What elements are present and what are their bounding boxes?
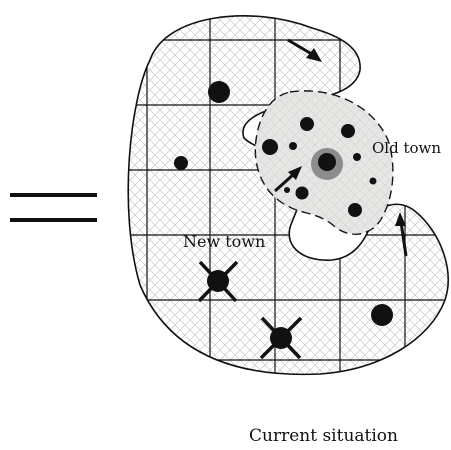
crossed-circle-icon — [197, 260, 239, 303]
caption: Current situation — [249, 426, 398, 446]
arrow-icon — [287, 38, 322, 62]
arrow-icon — [395, 212, 408, 257]
equals-sign — [10, 193, 97, 222]
arrow-icon — [273, 166, 302, 193]
old-town-core — [311, 148, 343, 180]
crossed-circle-icon — [259, 316, 303, 360]
new-town-dots — [174, 81, 393, 326]
new-town-label: New town — [183, 232, 265, 251]
old-town-label: Old town — [372, 139, 441, 157]
old-town-dots — [262, 117, 377, 217]
